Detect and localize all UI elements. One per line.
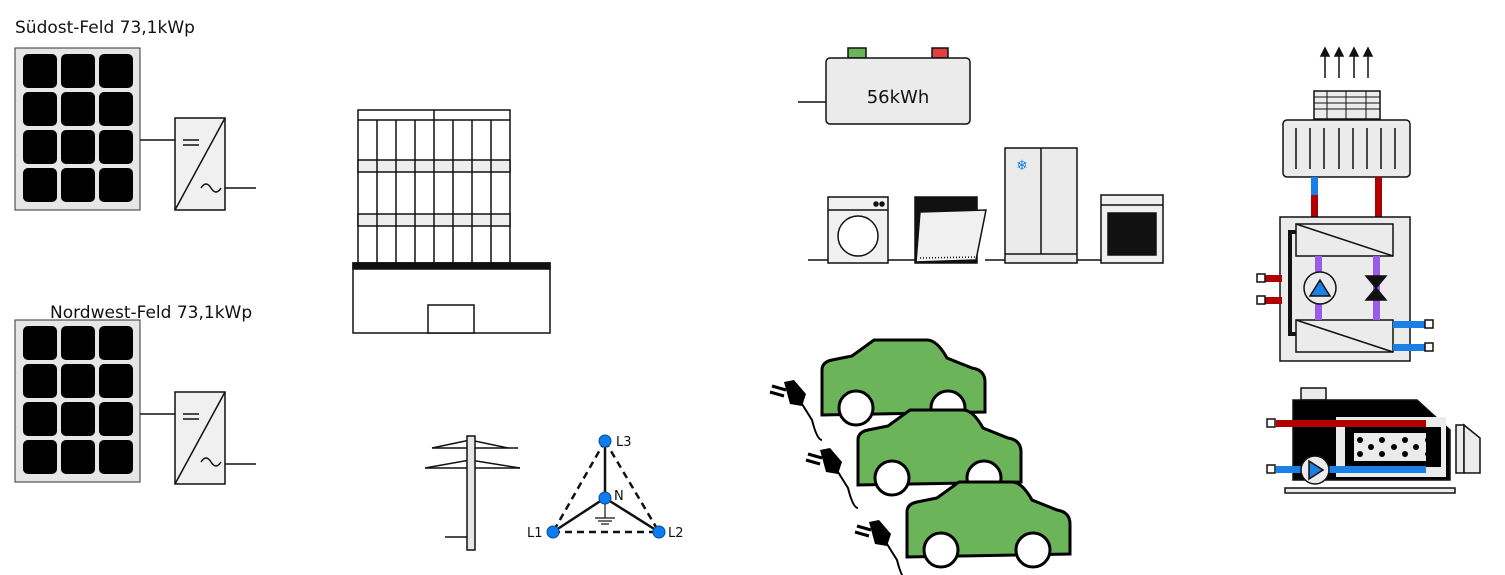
burner-icon	[1357, 437, 1431, 457]
neutral-node	[598, 491, 612, 505]
label-l2: L2	[668, 526, 684, 541]
label-l3: L3	[616, 435, 632, 450]
snowflake-icon: ❄	[1016, 158, 1028, 174]
power-pole-icon	[424, 435, 521, 551]
solar-cell	[23, 92, 57, 126]
solar-cell	[23, 168, 57, 202]
label-l1: L1	[527, 526, 543, 541]
dishwasher-icon	[914, 196, 987, 264]
valve-icon	[1364, 275, 1388, 301]
charging-plug-icon	[804, 446, 860, 510]
charging-plug-icon	[768, 378, 824, 442]
solar-cell	[99, 326, 133, 360]
building-icon	[352, 109, 551, 334]
solar-cell	[61, 326, 95, 360]
oven-icon	[1100, 194, 1164, 264]
pv-field-label: Südost-Feld 73,1kWp	[15, 18, 195, 38]
pv-field-southeast: Südost-Feld 73,1kWp	[14, 18, 256, 211]
boiler-icon	[1266, 387, 1481, 494]
solar-cell	[23, 402, 57, 436]
solar-panel-icon	[14, 47, 141, 211]
fridge-icon: ❄	[1004, 147, 1078, 264]
three-phase-diagram: L3 N L1 L2	[527, 434, 684, 541]
phase-node-l3	[598, 434, 612, 448]
solar-cell	[99, 92, 133, 126]
label-n: N	[614, 489, 624, 504]
pv-field-northwest: Nordwest-Feld 73,1kWp	[14, 303, 256, 485]
solar-cell	[23, 54, 57, 88]
battery-icon	[825, 57, 971, 125]
solar-cell	[61, 54, 95, 88]
electric-car-icon	[905, 480, 1072, 569]
solar-cell	[99, 402, 133, 436]
solar-cell	[99, 168, 133, 202]
solar-cell	[61, 402, 95, 436]
solar-cell	[61, 364, 95, 398]
solar-cell	[99, 440, 133, 474]
phase-node-l1	[546, 525, 560, 539]
heat-pump-icon	[1256, 46, 1434, 362]
pv-field-label: Nordwest-Feld 73,1kWp	[50, 303, 252, 323]
phase-node-l2	[652, 525, 666, 539]
solar-cell	[23, 364, 57, 398]
solar-panel-icon	[14, 319, 141, 483]
solar-cell	[61, 168, 95, 202]
upward-arrows-icon	[1319, 46, 1374, 78]
solar-cell	[61, 130, 95, 164]
solar-cell	[61, 440, 95, 474]
washing-machine-icon	[827, 196, 889, 264]
solar-cell	[99, 364, 133, 398]
solar-cell	[23, 440, 57, 474]
battery-positive-terminal-icon	[847, 47, 867, 59]
inverter-icon	[174, 117, 226, 211]
solar-cell	[23, 130, 57, 164]
charging-plug-icon	[853, 518, 909, 575]
solar-cell	[61, 92, 95, 126]
battery: 56kWh	[798, 47, 971, 125]
inverter-icon	[174, 391, 226, 485]
solar-cell	[23, 326, 57, 360]
solar-cell	[99, 54, 133, 88]
household-appliances: ❄	[808, 147, 1164, 264]
battery-negative-terminal-icon	[931, 47, 949, 59]
electric-vehicles	[768, 338, 1072, 575]
solar-cell	[99, 130, 133, 164]
battery-capacity: 56kWh	[867, 87, 930, 108]
